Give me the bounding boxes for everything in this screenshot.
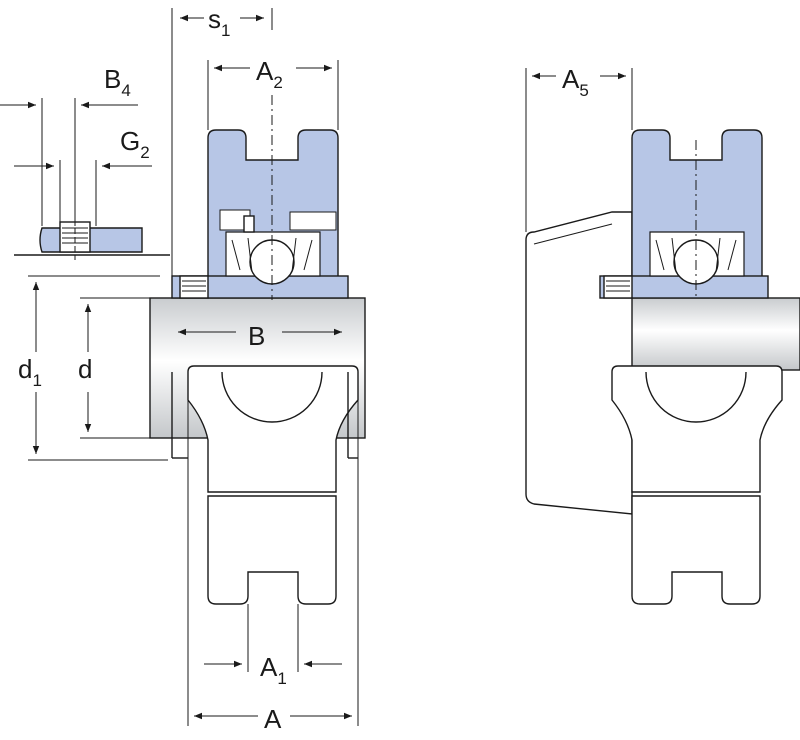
dim-B4 (0, 98, 138, 226)
label-s1: s1 (208, 4, 230, 40)
label-d1: d1 (18, 354, 42, 390)
housing-lower-left (187, 365, 359, 493)
dim-d1 (28, 275, 168, 461)
left-bearing-unit (149, 95, 366, 605)
dim-A2 (207, 60, 339, 130)
housing-foot-right (631, 495, 761, 605)
dim-A (187, 400, 359, 726)
dim-d (80, 297, 150, 439)
housing-lower-right (611, 365, 783, 493)
label-A1: A1 (260, 652, 287, 688)
right-bearing-unit (525, 129, 800, 605)
label-d: d (78, 354, 92, 384)
label-B4: B4 (104, 64, 131, 100)
label-B: B (248, 321, 265, 351)
collar-detail (14, 210, 170, 260)
dim-s1 (171, 8, 273, 276)
label-A5: A5 (562, 64, 589, 100)
end-cover (525, 211, 633, 515)
label-A2: A2 (256, 56, 283, 92)
label-A: A (264, 704, 282, 734)
housing-foot-left (207, 495, 337, 605)
label-G2: G2 (120, 126, 150, 162)
dim-G2 (14, 160, 152, 226)
set-screw-left (179, 275, 209, 299)
dim-A5 (525, 68, 633, 232)
dim-A1 (204, 604, 342, 672)
